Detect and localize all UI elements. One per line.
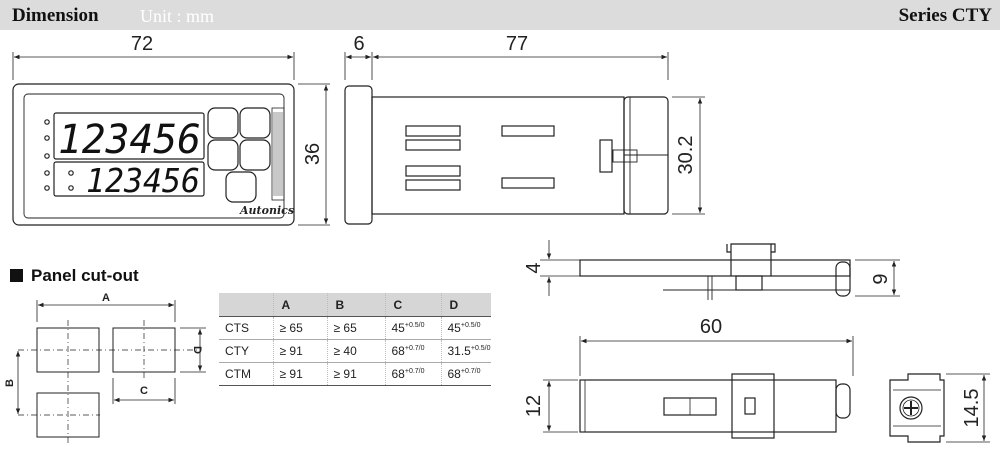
table-cell: 45+0.5/0	[384, 316, 441, 340]
header-unit: Unit : mm	[140, 6, 215, 26]
cutout-label-a: A	[102, 292, 110, 304]
table-cell: ≥ 65	[272, 316, 327, 340]
table-header-cell: A	[272, 293, 327, 317]
front-key	[207, 107, 239, 139]
cell-value: 68	[391, 344, 405, 358]
side-view	[344, 52, 705, 225]
cell-value: ≥ 40	[333, 344, 357, 358]
indicator-led	[44, 119, 50, 125]
table-header-row: A B C D	[219, 293, 491, 317]
table-cell: ≥ 91	[326, 362, 385, 386]
table-cell: ≥ 65	[326, 316, 385, 340]
bracket-end-view	[889, 373, 990, 443]
cell-value: CTY	[225, 344, 249, 358]
cutout-label-d: D	[191, 346, 203, 354]
lower-display-digits: 123456	[86, 161, 200, 200]
side-depth-dim: 77	[506, 33, 528, 55]
screw-head-icon	[899, 396, 923, 420]
table-header-cell	[219, 293, 273, 317]
bracket-length-dim: 60	[700, 316, 722, 338]
cell-value: ≥ 91	[333, 367, 357, 381]
table-header-cell: B	[326, 293, 385, 317]
bracket-thickness-dim: 4	[523, 262, 545, 273]
cell-value: 45	[447, 321, 461, 335]
tolerance-value: +0.7/0	[404, 368, 425, 375]
cell-value: ≥ 91	[279, 367, 303, 381]
side-bezel-dim: 6	[353, 33, 364, 55]
cell-value: 68	[391, 367, 405, 381]
front-height-dim: 36	[302, 143, 324, 165]
table-cell: 68+0.7/0	[384, 339, 441, 363]
table-cell: CTS	[219, 316, 273, 340]
upper-display-window	[53, 112, 205, 160]
table-header-cell: D	[440, 293, 491, 317]
table-cell: ≥ 91	[272, 362, 327, 386]
bracket-bar	[579, 259, 851, 277]
cell-value: CTM	[225, 367, 251, 381]
side-body	[371, 96, 625, 215]
table-cell: CTY	[219, 339, 273, 363]
table-cell: ≥ 40	[326, 339, 385, 363]
cutout-label-c: C	[140, 385, 148, 397]
front-view	[12, 52, 330, 226]
table-cell: CTM	[219, 362, 273, 386]
cell-value: CTS	[225, 321, 249, 335]
bracket-top-view	[540, 240, 900, 300]
bracket-depth-dim: 9	[870, 273, 892, 284]
side-bezel	[344, 85, 373, 225]
header-bar: Dimension Unit : mm Series CTY	[0, 0, 1000, 30]
table-cell: 45+0.5/0	[440, 316, 491, 340]
header-title: Dimension	[12, 5, 99, 26]
bracket-clamp	[731, 373, 775, 439]
front-width-dim: 72	[131, 33, 153, 55]
tolerance-value: +0.7/0	[404, 345, 425, 352]
lower-display-window	[53, 161, 205, 197]
cell-value: 45	[391, 321, 405, 335]
bracket-end-outline	[889, 373, 945, 443]
table-cell: 31.5+0.5/0	[440, 339, 491, 363]
cell-value: ≥ 91	[279, 344, 303, 358]
panel-cutout-title-text: Panel cut-out	[31, 266, 139, 285]
table-cell: ≥ 91	[272, 339, 327, 363]
panel-cutout-title: Panel cut-out	[10, 266, 139, 286]
brand-logo: Autonics	[239, 204, 294, 217]
square-bullet-icon	[10, 269, 23, 282]
panel-cutout-diagram	[15, 300, 206, 444]
tolerance-value: +0.5/0	[460, 322, 481, 329]
table-cell: 68+0.7/0	[440, 362, 491, 386]
cell-value: 31.5	[447, 344, 471, 358]
tolerance-value: +0.5/0	[470, 345, 491, 352]
front-bezel	[12, 83, 295, 226]
upper-display-digits: 123456	[58, 117, 201, 163]
table-cell: 68+0.7/0	[384, 362, 441, 386]
cell-value: 68	[447, 367, 461, 381]
cell-value: ≥ 65	[279, 321, 303, 335]
header-series: Series CTY	[898, 5, 992, 26]
bracket-side-view	[543, 336, 854, 439]
side-height-dim: 30.2	[675, 136, 697, 175]
cutout-label-b: B	[4, 379, 16, 387]
bracket-end-height-dim: 14.5	[961, 389, 983, 428]
tolerance-value: +0.7/0	[460, 368, 481, 375]
table-header-cell: C	[384, 293, 441, 317]
bracket-height-dim: 12	[523, 395, 545, 417]
bracket-side-body	[579, 379, 837, 433]
cell-value: ≥ 65	[333, 321, 357, 335]
tolerance-value: +0.5/0	[404, 322, 425, 329]
